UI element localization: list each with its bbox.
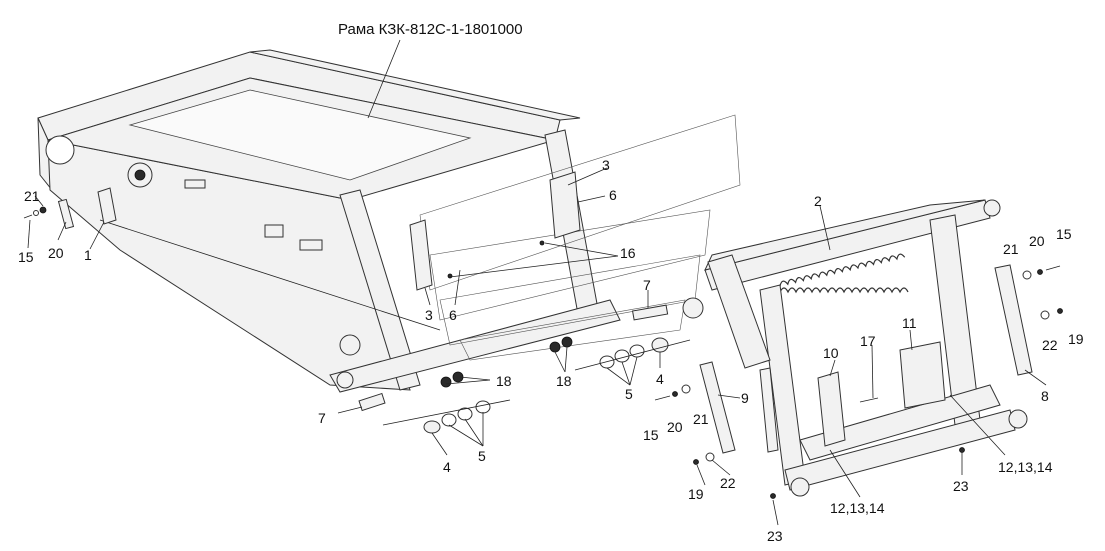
callout-22: 22: [1042, 337, 1058, 353]
left-small-parts: [23, 187, 669, 434]
callout-3: 3: [425, 307, 433, 323]
callout-7: 7: [318, 410, 326, 426]
callout-22: 22: [720, 475, 736, 491]
leader-lines: [27, 39, 1047, 526]
callout-2: 2: [814, 193, 822, 209]
main-frame-drawing: [37, 49, 741, 393]
callout-20: 20: [667, 419, 683, 435]
callout-21: 21: [693, 411, 709, 427]
callout-12-13-14: 12,13,14: [830, 500, 885, 516]
callout-23: 23: [767, 528, 783, 544]
callout-16: 16: [620, 245, 636, 261]
callout-21: 21: [24, 188, 40, 204]
callout-6: 6: [449, 307, 457, 323]
callout-7: 7: [643, 277, 651, 293]
callout-18: 18: [496, 373, 512, 389]
callout-19: 19: [1068, 331, 1084, 347]
callout-12-13-14: 12,13,14: [998, 459, 1053, 475]
drawing-title: Рама КЗК-812С-1-1801000: [338, 21, 523, 38]
callout-9: 9: [741, 390, 749, 406]
callout-6: 6: [609, 187, 617, 203]
callout-20: 20: [48, 245, 64, 261]
callout-17: 17: [860, 333, 876, 349]
callout-19: 19: [688, 486, 704, 502]
callout-labels: 1 2 3 3 4 4 5 5 6 6 7 7 8 9 10 11 12,13,…: [18, 157, 1084, 544]
callout-1: 1: [84, 247, 92, 263]
right-small-parts: [654, 265, 1063, 499]
callout-18: 18: [556, 373, 572, 389]
right-frame-drawing: [682, 199, 1033, 497]
callout-8: 8: [1041, 388, 1049, 404]
callout-20: 20: [1029, 233, 1045, 249]
callout-4: 4: [656, 371, 664, 387]
callout-5: 5: [478, 448, 486, 464]
callout-11: 11: [902, 315, 917, 331]
callout-3: 3: [602, 157, 610, 173]
callout-15: 15: [18, 249, 34, 265]
callout-10: 10: [823, 345, 839, 361]
callout-23: 23: [953, 478, 969, 494]
callout-21: 21: [1003, 241, 1019, 257]
callout-15: 15: [643, 427, 659, 443]
callout-5: 5: [625, 386, 633, 402]
callout-15: 15: [1056, 226, 1072, 242]
callout-4: 4: [443, 459, 451, 475]
